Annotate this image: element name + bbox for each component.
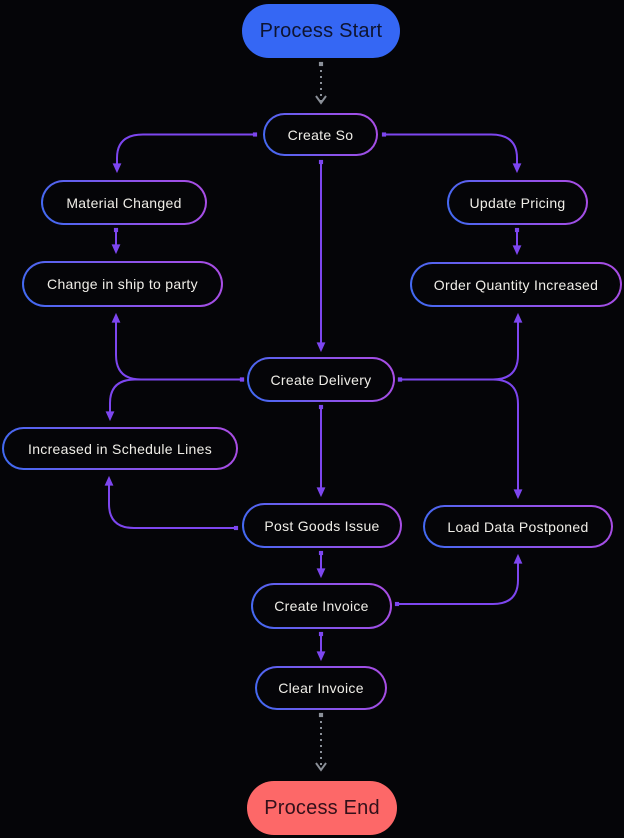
node-update-pricing-label: Update Pricing: [469, 194, 566, 211]
node-clear-invoice[interactable]: Clear Invoice: [255, 666, 387, 710]
node-post-goods-issue-label: Post Goods Issue: [264, 517, 380, 534]
node-process-end[interactable]: Process End: [247, 781, 397, 835]
node-create-so[interactable]: Create So: [263, 113, 378, 156]
node-clear-invoice-label: Clear Invoice: [278, 680, 364, 696]
node-post-goods-issue[interactable]: Post Goods Issue: [242, 503, 402, 548]
node-create-so-label: Create So: [287, 126, 354, 143]
edge-create-invoice-to-load-data-postponed: [394, 553, 523, 607]
node-process-start[interactable]: Process Start: [242, 4, 400, 58]
node-increased-in-schedule-lines[interactable]: Increased in Schedule Lines: [2, 427, 238, 470]
node-create-invoice[interactable]: Create Invoice: [251, 583, 392, 629]
node-material-changed-label: Material Changed: [66, 194, 182, 211]
node-change-in-ship-to-party[interactable]: Change in ship to party: [22, 261, 223, 307]
node-load-data-postponed[interactable]: Load Data Postponed: [423, 505, 613, 548]
node-create-delivery[interactable]: Create Delivery: [247, 357, 395, 402]
node-material-changed[interactable]: Material Changed: [41, 180, 207, 225]
edge-create-delivery-to-order-quantity-increased: [397, 312, 523, 382]
edge-create-delivery-to-increased-in-schedule-lines: [105, 377, 245, 422]
node-update-pricing[interactable]: Update Pricing: [447, 180, 588, 225]
edge-post-goods-issue-to-increased-in-schedule-lines: [104, 475, 239, 531]
edge-create-delivery-to-change-in-ship-to-party: [111, 312, 245, 382]
node-create-invoice-label: Create Invoice: [274, 598, 369, 614]
node-order-quantity-increased-label: Order Quantity Increased: [433, 276, 599, 293]
node-increased-in-schedule-lines-label: Increased in Schedule Lines: [28, 440, 212, 457]
node-load-data-postponed-label: Load Data Postponed: [447, 518, 589, 535]
node-process-end-label: Process End: [264, 796, 380, 819]
edge-create-delivery-to-load-data-postponed: [397, 377, 523, 500]
node-process-start-label: Process Start: [259, 19, 383, 42]
edge-create-so-to-material-changed: [112, 132, 258, 174]
edge-create-so-to-update-pricing: [381, 132, 522, 174]
node-order-quantity-increased[interactable]: Order Quantity Increased: [410, 262, 622, 307]
node-create-delivery-label: Create Delivery: [270, 371, 372, 388]
node-change-in-ship-to-party-label: Change in ship to party: [47, 276, 198, 292]
